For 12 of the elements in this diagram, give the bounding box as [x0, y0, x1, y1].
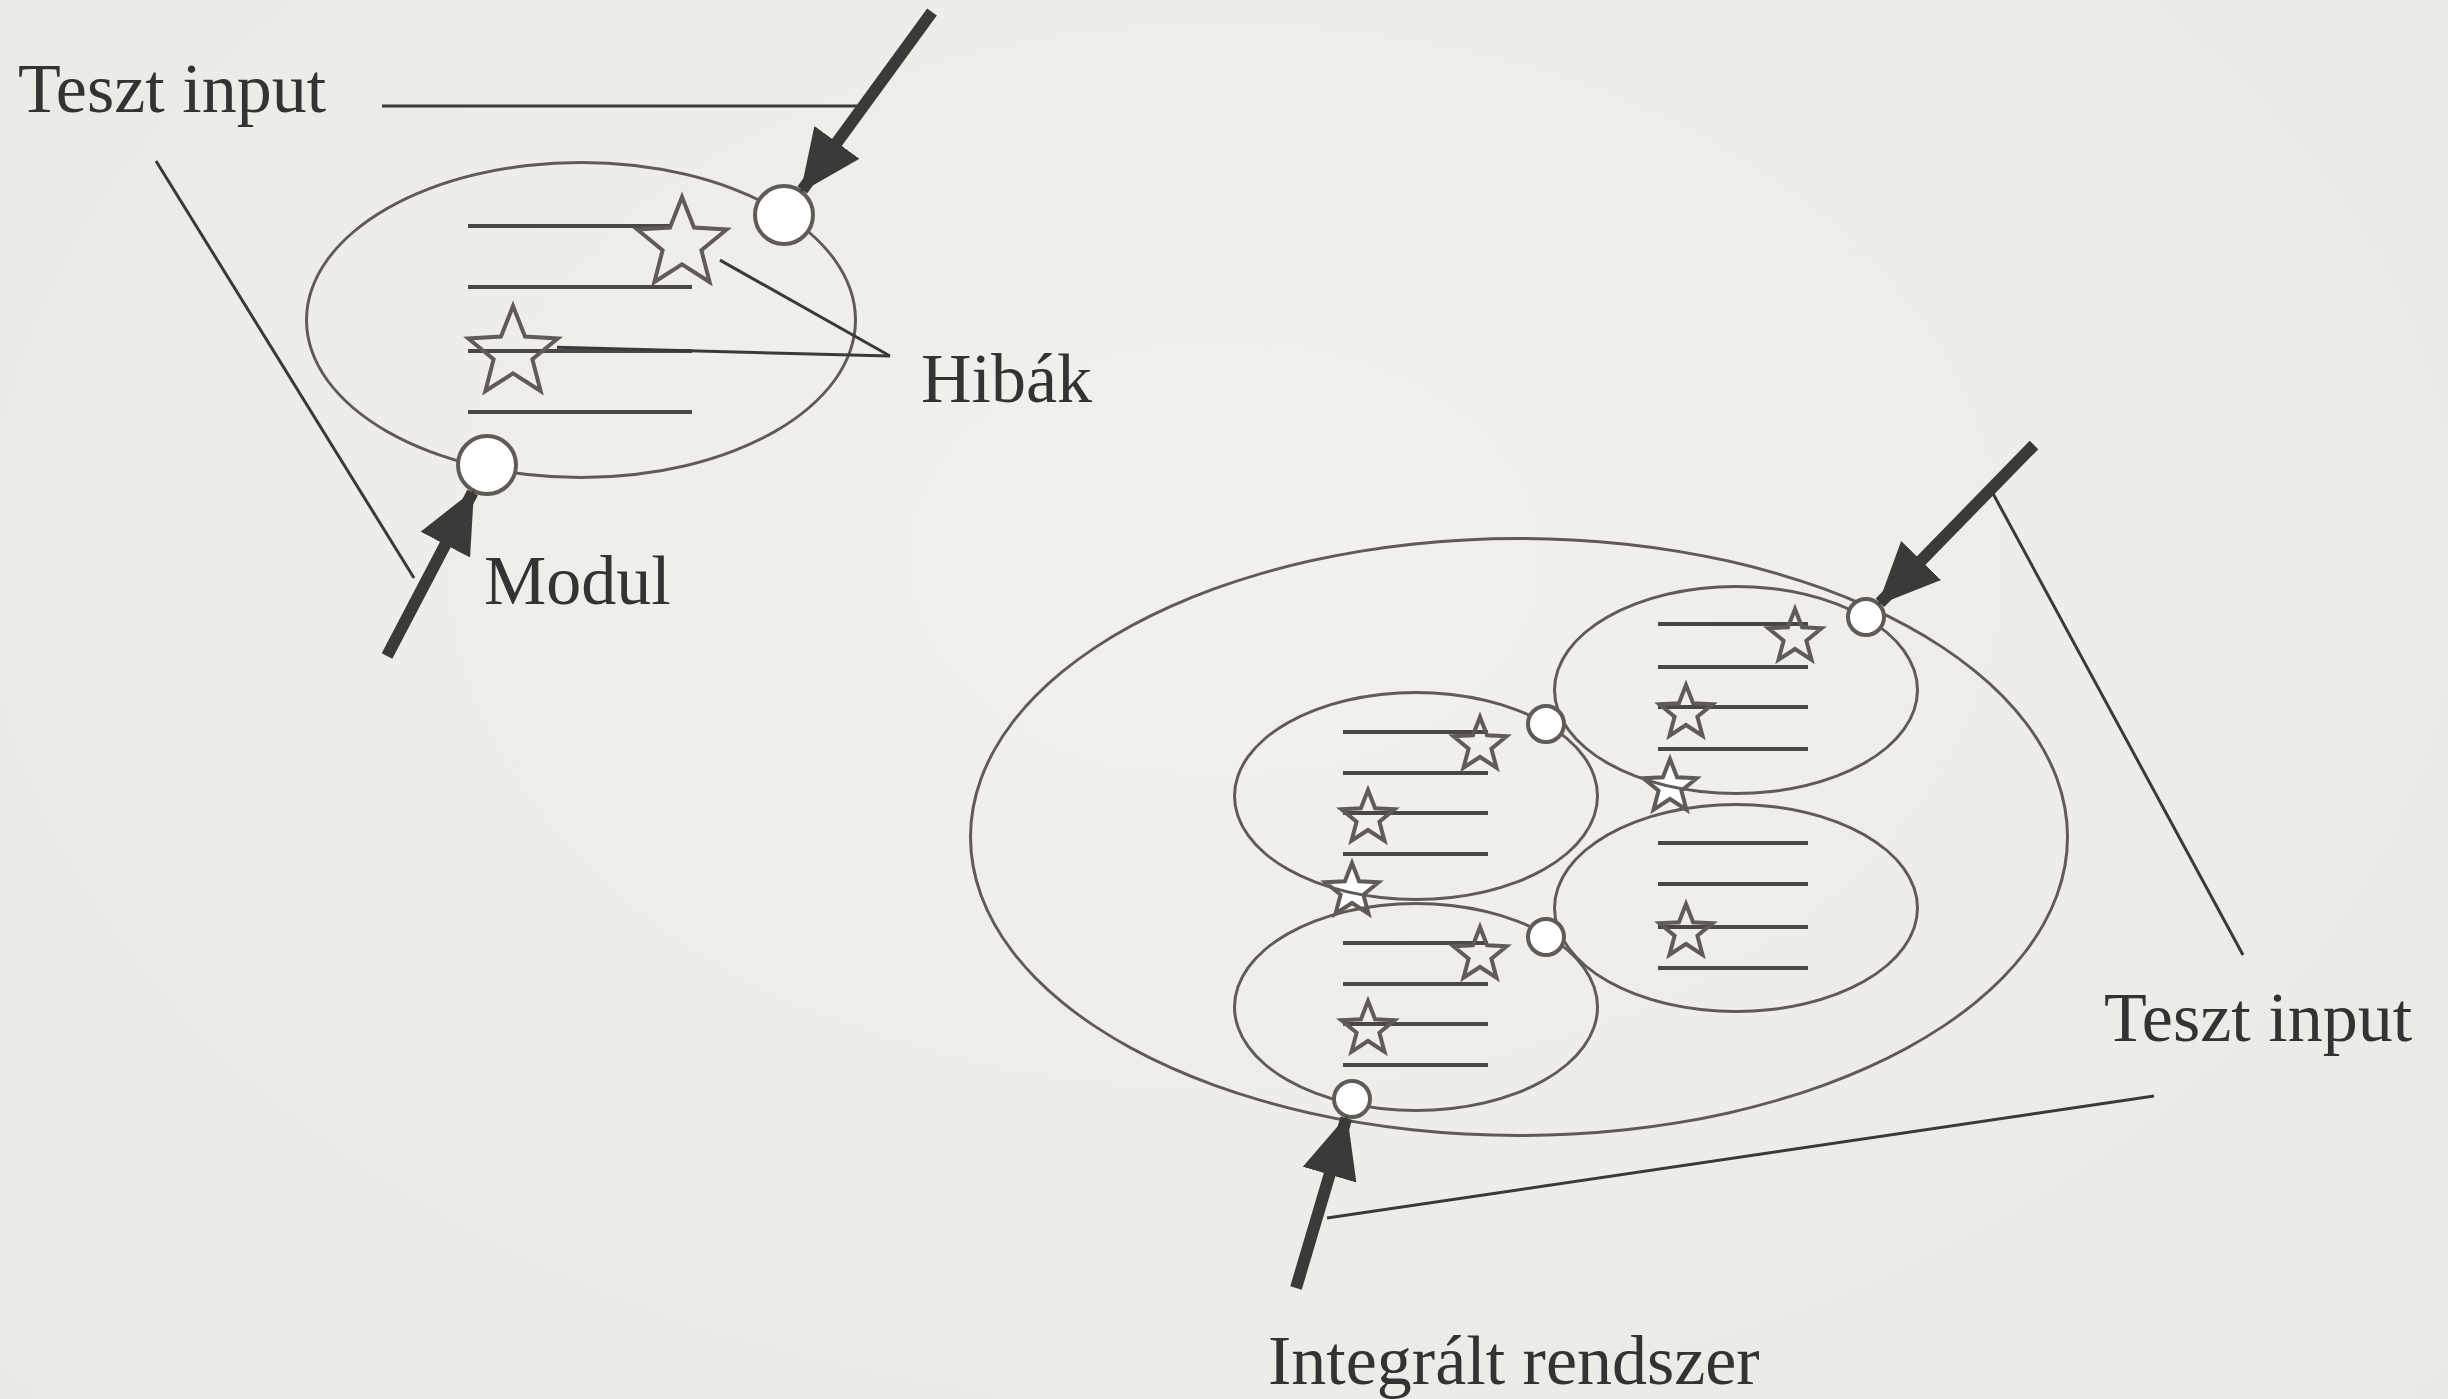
arrow	[381, 489, 478, 659]
text-label: Hibák	[921, 344, 1093, 414]
leader-line	[1326, 1094, 2155, 1220]
arrow	[1875, 440, 2039, 607]
leader-line	[154, 160, 416, 579]
text-label: Modul	[484, 546, 671, 616]
star-icon	[635, 193, 729, 287]
arrow	[797, 8, 937, 194]
arrow	[1290, 1115, 1357, 1290]
star-icon	[466, 302, 560, 396]
leader-line	[556, 345, 891, 358]
leader-line	[382, 104, 859, 108]
